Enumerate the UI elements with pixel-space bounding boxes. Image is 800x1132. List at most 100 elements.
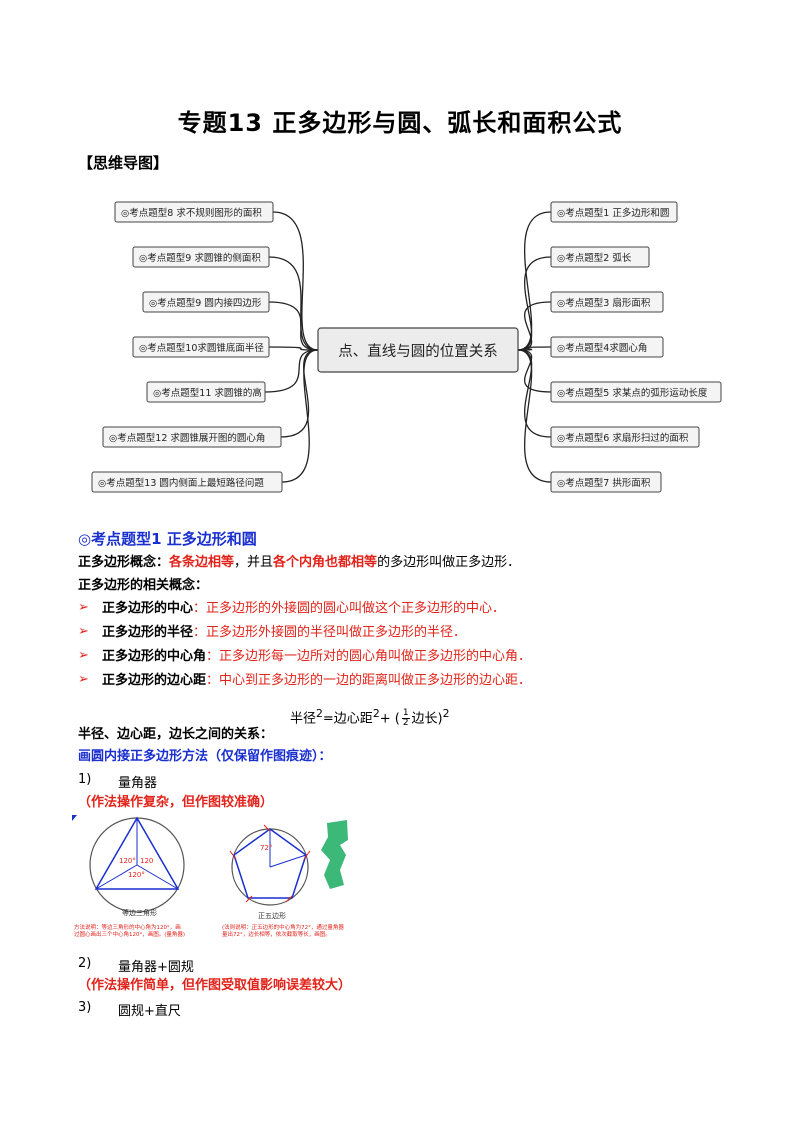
formula-sq-1: 2 (316, 707, 323, 720)
connector-line (517, 301, 552, 351)
bullet-arrow-icon: ➢ (78, 624, 89, 639)
concept-red-2: 各个内角也都相等 (273, 555, 378, 570)
mindmap-node (132, 336, 270, 358)
section-heading: ◎考点题型1 正多边形和圆 (78, 530, 257, 548)
method-num: 2) (78, 956, 92, 971)
formula-side: 边长) (411, 711, 443, 727)
method-label: 量角器 (118, 776, 158, 791)
mindmap-node-label: ◎考点题型3 扇形面积 (557, 297, 651, 309)
triangle-figure: 120° 120 120° 等边三角形 (89, 816, 185, 917)
relation-label: 半径、边心距，边长之间的关系： (78, 727, 274, 742)
bullet-term: 正多边形的半径 (102, 625, 194, 640)
method-heading: 画圆内接正多边形方法（仅保留作图痕迹）： (78, 749, 332, 764)
mindmap-node-label: ◎考点题型9 圆内接四边形 (149, 297, 262, 309)
formula-plus: + ( (379, 711, 400, 727)
connector-line (272, 211, 319, 351)
center-node-label: 点、直线与圆的位置关系 (338, 343, 498, 360)
concept-line: 正多边形概念：各条边相等，并且各个内角也都相等的多边形叫做正多边形． (78, 554, 520, 572)
mindmap-node (550, 201, 678, 223)
angle-label: 72° (260, 844, 272, 852)
method-3: 3) 圆规+直尺 (78, 1000, 181, 1019)
method-2: 2) 量角器+圆规 (78, 956, 194, 975)
bullet-definition: ：正多边形外接圆的半径叫做正多边形的半径． (193, 625, 467, 640)
bullet-term: 正多边形的中心 (102, 601, 194, 616)
mindmap-node-label: ◎考点题型10求圆锥底面半径 (139, 342, 264, 354)
concept-end: 的多边形叫做正多边形． (377, 555, 521, 570)
mindmap-node (550, 246, 650, 268)
bullet-definition: ：中心到正多边形的一边的距离叫做正多边形的边心距． (206, 673, 532, 688)
connector-line (517, 349, 552, 483)
mindmap-node-label: ◎考点题型4求圆心角 (557, 342, 647, 354)
mindmap-node-label: ◎考点题型5 求某点的弧形运动长度 (557, 387, 708, 399)
mindmap-node (114, 201, 274, 223)
pentagon-figure: 72° 正五边形 (229, 824, 311, 920)
bullet-item: 正多边形的中心：正多边形的外接圆的圆心叫做这个正多边形的中心． (102, 600, 505, 618)
mindmap-node (146, 381, 266, 403)
bullet-item: 正多边形的半径：正多边形外接圆的半径叫做正多边形的半径． (102, 624, 466, 642)
mindmap-node-label: ◎考点题型11 求圆锥的高 (153, 387, 262, 399)
mindmap-node (142, 291, 270, 313)
method-num: 1) (78, 772, 92, 787)
connector-line (268, 256, 319, 351)
concept-red-1: 各条边相等 (169, 555, 235, 570)
bullet-term: 正多边形的边心距 (102, 673, 207, 688)
mindmap-node (102, 426, 282, 448)
pentagon-note: 量出72°，边长相等，依次截取等长，画图。 (222, 930, 331, 938)
bullet-definition: ：正多边形每一边所对的圆心角叫做正多边形的中心角． (206, 649, 532, 664)
bullet-arrow-icon: ➢ (78, 600, 89, 615)
mindmap-node-label: ◎考点题型6 求扇形扫过的面积 (557, 432, 689, 444)
mindmap-node-label: ◎考点题型8 求不规则图形的面积 (121, 207, 262, 219)
bullet-item: 正多边形的中心角：正多边形每一边所对的圆心角叫做正多边形的中心角． (102, 648, 531, 666)
frac-num: 1 (401, 708, 410, 720)
method-label: 圆规+直尺 (118, 1004, 181, 1019)
mindmap-node-label: ◎考点题型2 弧长 (557, 252, 632, 264)
mindmap-node-label: ◎考点题型1 正多边形和圆 (557, 207, 669, 219)
corner-mark-icon (72, 815, 77, 821)
triangle-note: 方法说明：等边三角形的中心角为120°，画 (74, 923, 181, 931)
method-num: 3) (78, 1000, 92, 1015)
bullet-item: 正多边形的边心距：中心到正多边形的一边的距离叫做正多边形的边心距． (102, 672, 531, 690)
mindmap-node (550, 381, 722, 403)
bullet-arrow-icon: ➢ (78, 672, 89, 687)
formula-sq-3: 2 (442, 707, 450, 720)
mind-map: 点、直线与圆的位置关系 ◎考点题型8 求不规则图形的面积 ◎考点题型9 求圆锥的侧面… (91, 201, 722, 493)
mindmap-node (91, 471, 283, 493)
connector-line (517, 211, 552, 351)
angle-label: 120° (119, 857, 136, 865)
connector-line (517, 256, 552, 351)
mindmap-label: 【思维导图】 (78, 154, 169, 172)
mindmap-node-label: ◎考点题型12 求圆锥展开图的圆心角 (109, 432, 265, 444)
formula-radius: 半径 (290, 711, 317, 727)
mindmap-node (550, 426, 700, 448)
method-1: 1) 量角器 (78, 772, 157, 791)
page-title: 专题13 正多边形与圆、弧长和面积公式 (177, 109, 623, 137)
bullet-definition: ：正多边形的外接圆的圆心叫做这个正多边形的中心． (193, 601, 506, 616)
connector-line (264, 349, 319, 393)
method-1-note: （作法操作复杂，但作图较准确） (78, 795, 274, 810)
mindmap-node (550, 291, 664, 313)
concept-mid: ，并且 (234, 555, 274, 570)
method-label: 量角器+圆规 (118, 960, 194, 975)
formula-sq-2: 2 (372, 707, 380, 720)
bullet-term: 正多边形的中心角 (102, 649, 207, 664)
triangle-caption: 等边三角形 (122, 908, 157, 917)
construction-figures: 120° 120 120° 等边三角形 72° 正五边形 方法说明：等边三角形的… (72, 815, 348, 938)
triangle-note: 过圆心画出三个中心角120°，画图。(量角器) (74, 930, 185, 938)
pentagon-caption: 正五边形 (258, 911, 286, 920)
mindmap-node-label: ◎考点题型13 圆内侧面上最短路径问题 (98, 477, 264, 489)
mindmap-node-label: ◎考点题型9 求圆锥的侧面积 (139, 252, 261, 264)
formula-apothem: =边心距 (322, 711, 373, 727)
connector-line (280, 349, 319, 438)
connector-line (281, 349, 319, 483)
center-node (317, 327, 519, 373)
related-label: 正多边形的相关概念： (78, 578, 209, 593)
map-shape-icon (321, 820, 348, 889)
angle-label: 120° (128, 871, 145, 879)
connector-line (517, 346, 552, 351)
connector-line (517, 349, 552, 438)
method-2-note: （作法操作简单，但作图受取值影响误差较大） (78, 978, 352, 993)
pentagon-note: (法则说明：正五边形的中心角为72°，通过量角器 (222, 923, 344, 931)
connector-line (268, 301, 319, 351)
